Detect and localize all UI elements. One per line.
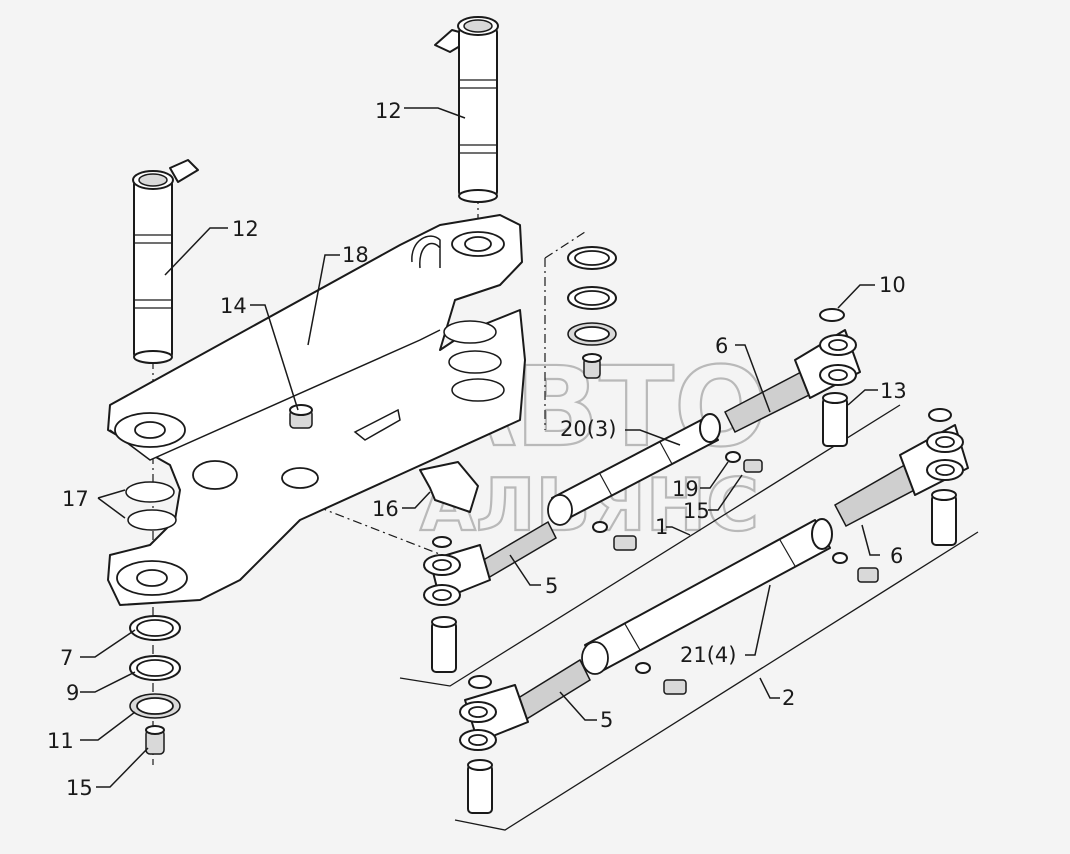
callout-2: 2: [782, 686, 795, 710]
assembly-frames: [399, 404, 979, 831]
callout-17: 17: [62, 487, 89, 511]
grease-fitting-14: [289, 404, 313, 429]
callouts: 12 12 18 14 10 6 13 20(3) 19 15 1 16 17 …: [47, 99, 907, 800]
callout-7: 7: [60, 646, 73, 670]
callout-21-4: 21(4): [680, 643, 736, 667]
callout-14: 14: [220, 294, 247, 318]
callout-12-left: 12: [232, 217, 259, 241]
callout-18: 18: [342, 243, 369, 267]
rod-5-bottom: [459, 658, 591, 814]
pin-12-left: [132, 159, 199, 364]
seal-stack-top: [567, 246, 617, 379]
leader-lines: [80, 107, 880, 788]
callout-9: 9: [66, 681, 79, 705]
callout-15-mid: 15: [683, 499, 710, 523]
callout-13: 13: [880, 379, 907, 403]
inner-bushings: [125, 320, 505, 531]
rod-5-middle: [423, 520, 557, 673]
callout-20-3: 20(3): [560, 417, 616, 441]
callout-6-top: 6: [715, 334, 728, 358]
callout-16: 16: [372, 497, 399, 521]
callout-11: 11: [47, 729, 74, 753]
lower-washer-stack: [129, 615, 181, 755]
frame-part-18: [107, 214, 526, 606]
callout-5-bottom: 5: [600, 708, 613, 732]
callout-1: 1: [655, 515, 668, 539]
pin-12-top: [434, 16, 499, 203]
callout-6-right: 6: [890, 544, 903, 568]
callout-10: 10: [879, 273, 906, 297]
rod-6-right: [834, 408, 969, 546]
callout-5-mid: 5: [545, 574, 558, 598]
rod-6-top: [724, 308, 861, 447]
small-fittings: [592, 451, 879, 695]
callout-12-top: 12: [375, 99, 402, 123]
callout-15-bottom: 15: [66, 776, 93, 800]
bracket-16: [353, 408, 479, 513]
callout-19: 19: [672, 477, 699, 501]
tube-21: [581, 518, 833, 675]
